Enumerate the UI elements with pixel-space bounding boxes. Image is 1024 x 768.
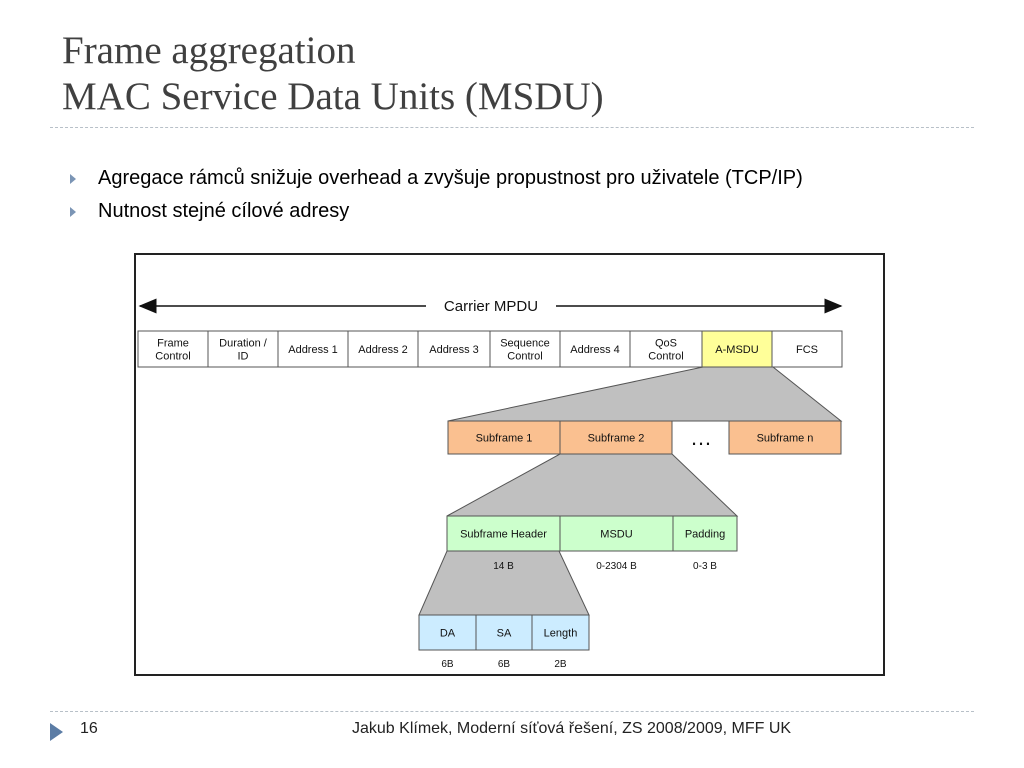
title-line-2: MAC Service Data Units (MSDU) bbox=[62, 75, 604, 118]
page-number: 16 bbox=[80, 720, 98, 737]
mpdu-field-box bbox=[417, 330, 491, 368]
slide-title: Frame aggregation MAC Service Data Units… bbox=[62, 28, 604, 120]
subframe-part-size: 0-2304 B bbox=[596, 561, 637, 572]
header-field-box bbox=[531, 614, 590, 651]
mpdu-field-label: Control bbox=[507, 350, 542, 362]
bullet-list: Agregace rámců snižuje overhead a zvyšuj… bbox=[68, 163, 803, 229]
header-field-label: DA bbox=[440, 627, 456, 639]
mpdu-field-label: ID bbox=[238, 350, 249, 362]
mpdu-field-box bbox=[137, 330, 209, 368]
bullet-arrow-icon bbox=[70, 207, 76, 217]
subframe-part-box bbox=[672, 515, 738, 552]
mpdu-field-box bbox=[347, 330, 419, 368]
mpdu-field-label: Frame bbox=[157, 337, 189, 349]
subframe-part-box bbox=[559, 515, 674, 552]
subframe-label: Subframe n bbox=[757, 432, 814, 444]
subframe-part-label: MSDU bbox=[600, 528, 632, 540]
subframe-part-label: Subframe Header bbox=[460, 528, 547, 540]
mpdu-field-box bbox=[277, 330, 349, 368]
header-field-size: 6B bbox=[498, 659, 511, 670]
mpdu-field-label: A-MSDU bbox=[715, 344, 758, 356]
header-field-box bbox=[475, 614, 533, 651]
mpdu-field-label: Control bbox=[155, 350, 190, 362]
subframe-part-label: Padding bbox=[685, 528, 725, 540]
subframe-part-size: 0-3 B bbox=[693, 561, 717, 572]
mpdu-field-label: Address 1 bbox=[288, 344, 338, 356]
bullet-text: Nutnost stejné cílové adresy bbox=[98, 200, 350, 222]
mpdu-field-label: Duration / bbox=[219, 337, 268, 349]
footer-arrow-icon bbox=[50, 723, 63, 741]
title-line-1: Frame aggregation bbox=[62, 29, 356, 72]
subframe-expansion-funnel bbox=[446, 453, 739, 517]
mpdu-field-box bbox=[559, 330, 631, 368]
subframe-label: Subframe 1 bbox=[476, 432, 533, 444]
header-fields-row: DA 6B SA 6B Length 2B bbox=[418, 614, 590, 670]
subframe-parts-row: Subframe Header 14 B MSDU 0-2304 B Padding 0-… bbox=[446, 515, 738, 572]
subframe-box bbox=[728, 420, 842, 455]
subframe-part-box bbox=[446, 515, 561, 552]
subframe-row: Subframe 1 Subframe 2 … Subframe n bbox=[447, 420, 842, 455]
mpdu-field-label: Address 4 bbox=[570, 344, 620, 356]
header-field-size: 2B bbox=[554, 659, 567, 670]
amsdu-expansion-funnel bbox=[447, 366, 843, 422]
mpdu-field-box bbox=[771, 330, 843, 368]
title-divider bbox=[50, 127, 974, 128]
mpdu-field-box bbox=[701, 330, 773, 368]
header-field-size: 6B bbox=[441, 659, 454, 670]
mpdu-field-label: Control bbox=[648, 350, 683, 362]
subframe-box bbox=[559, 420, 673, 455]
mpdu-field-label: Sequence bbox=[500, 337, 550, 349]
bullet-arrow-icon bbox=[70, 174, 76, 184]
header-field-label: SA bbox=[497, 627, 512, 639]
subframe-ellipsis: … bbox=[690, 425, 712, 450]
bullet-item: Nutnost stejné cílové adresy bbox=[68, 196, 803, 229]
bullet-text: Agregace rámců snižuje overhead a zvyšuj… bbox=[98, 167, 803, 189]
mpdu-field-label: QoS bbox=[655, 337, 677, 349]
mpdu-field-box bbox=[629, 330, 703, 368]
carrier-mpdu-label: Carrier MPDU bbox=[444, 298, 538, 315]
footer-credit: Jakub Klímek, Moderní síťová řešení, ZS … bbox=[352, 720, 792, 737]
mpdu-field-box bbox=[489, 330, 561, 368]
subframe-part-size: 14 B bbox=[493, 561, 514, 572]
footer-divider bbox=[50, 711, 974, 712]
mpdu-field-label: FCS bbox=[796, 344, 818, 356]
mpdu-field-label: Address 3 bbox=[429, 344, 479, 356]
header-field-label: Length bbox=[544, 627, 578, 639]
mpdu-field-label: Address 2 bbox=[358, 344, 408, 356]
bullet-item: Agregace rámců snižuje overhead a zvyšuj… bbox=[68, 163, 803, 196]
subframe-label: Subframe 2 bbox=[588, 432, 645, 444]
subframe-box bbox=[447, 420, 561, 455]
